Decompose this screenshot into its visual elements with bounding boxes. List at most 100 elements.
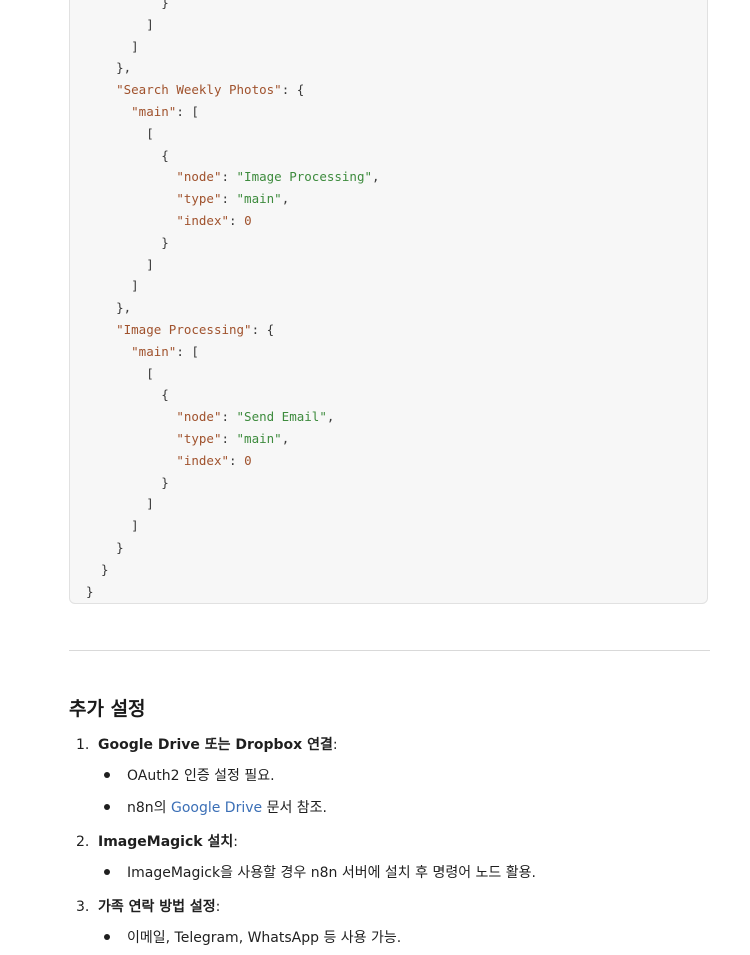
code-token: : {: [251, 322, 275, 337]
code-token: "type": [176, 191, 222, 207]
code-line: "index": 0: [86, 451, 252, 471]
section-heading: 추가 설정: [69, 698, 146, 720]
code-line: }: [86, 233, 169, 253]
code-token: }: [86, 234, 169, 250]
code-line: ]: [86, 255, 154, 275]
code-token: [86, 431, 176, 446]
code-token: :: [229, 452, 245, 468]
code-token: : [: [176, 104, 199, 119]
code-token: }: [86, 0, 169, 10]
code-line: ]: [86, 276, 139, 296]
code-line: "main": [: [86, 102, 199, 122]
bullet-item: 이메일, Telegram, WhatsApp 등 사용 가능.: [104, 928, 401, 948]
code-token: [86, 344, 131, 359]
bullet-text: 이메일, Telegram, WhatsApp 등 사용 가능.: [127, 930, 402, 946]
list-item-2: 2. ImageMagick 설치:: [76, 832, 238, 852]
code-line: },: [86, 58, 131, 78]
code-block: } ] ] }, "Search Weekly Photos": { "main…: [69, 0, 708, 604]
code-token: ,: [281, 191, 290, 207]
code-token: "node": [176, 169, 222, 185]
code-token: :: [229, 213, 245, 228]
code-line: },: [86, 298, 131, 318]
bullet-icon: [104, 869, 110, 875]
bullet-text-after: 문서 참조.: [262, 800, 328, 816]
bullet-text: ImageMagick을 사용할 경우 n8n 서버에 설치 후 명령어 노드 …: [127, 865, 536, 881]
code-line: "node": "Send Email",: [86, 407, 334, 427]
code-token: 0: [244, 213, 252, 228]
code-token: :: [221, 409, 237, 425]
code-line: ]: [86, 37, 139, 57]
code-line: }: [86, 473, 169, 493]
code-token: "main": [131, 343, 177, 359]
code-token: ]: [86, 278, 139, 294]
code-token: ]: [86, 496, 154, 512]
code-line: "type": "main",: [86, 429, 289, 449]
code-token: ]: [86, 16, 154, 32]
code-token: ]: [86, 256, 154, 272]
code-token: "main": [131, 104, 177, 119]
code-token: [86, 104, 131, 119]
code-line: "node": "Image Processing",: [86, 167, 380, 187]
code-token: "Send Email": [236, 409, 327, 425]
horizontal-divider: [69, 650, 710, 651]
code-line: "Search Weekly Photos": {: [86, 80, 304, 100]
code-token: [86, 82, 116, 97]
code-token: [86, 169, 176, 184]
bullet-icon: [104, 804, 110, 810]
code-token: "main": [236, 191, 282, 207]
list-item-suffix: :: [332, 737, 338, 753]
code-token: "Search Weekly Photos": [116, 82, 282, 98]
list-item-title: 가족 연락 방법 설정: [98, 899, 216, 915]
google-drive-link[interactable]: Google Drive: [170, 800, 263, 816]
code-token: [86, 409, 176, 424]
code-token: },: [86, 300, 132, 316]
code-token: ]: [86, 38, 139, 54]
code-token: [86, 453, 176, 468]
list-number: 1.: [76, 737, 90, 753]
code-token: ,: [372, 169, 380, 185]
code-token: },: [86, 60, 132, 76]
list-number: 2.: [76, 834, 90, 850]
code-token: :: [221, 431, 237, 446]
bullet-icon: [104, 772, 110, 778]
code-line: [: [86, 124, 154, 144]
code-token: ,: [326, 409, 335, 425]
code-line: }: [86, 0, 169, 13]
code-token: :: [221, 191, 237, 207]
code-line: {: [86, 146, 169, 166]
code-line: }: [86, 582, 94, 602]
code-token: [86, 322, 116, 337]
code-token: [: [86, 365, 154, 381]
code-line: "index": 0: [86, 211, 252, 231]
code-token: : [: [176, 343, 199, 359]
code-token: }: [86, 540, 124, 555]
code-line: ]: [86, 516, 139, 536]
code-token: }: [86, 583, 94, 599]
list-item-suffix: :: [215, 899, 221, 915]
code-token: "type": [176, 431, 222, 446]
code-line: "main": [: [86, 342, 199, 362]
bullet-item: ImageMagick을 사용할 경우 n8n 서버에 설치 후 명령어 노드 …: [104, 863, 536, 883]
bullet-text: n8n의: [127, 800, 171, 816]
bullet-text: OAuth2 인증 설정 필요.: [127, 768, 275, 784]
code-token: "node": [176, 409, 222, 425]
code-line: "type": "main",: [86, 189, 289, 209]
code-token: [86, 191, 176, 206]
list-item-suffix: :: [233, 834, 238, 850]
code-token: [: [86, 125, 154, 141]
code-token: : {: [281, 82, 305, 98]
code-token: 0: [244, 452, 252, 468]
code-line: ]: [86, 494, 154, 514]
code-line: "Image Processing": {: [86, 320, 274, 340]
code-token: "Image Processing": [116, 322, 252, 337]
code-token: "main": [236, 431, 282, 446]
code-token: ,: [281, 431, 290, 446]
code-line: }: [86, 538, 124, 558]
bullet-icon: [104, 934, 110, 940]
code-token: {: [86, 147, 169, 163]
code-line: [: [86, 364, 154, 384]
code-token: "index": [176, 213, 229, 228]
list-item-title: ImageMagick 설치: [98, 834, 234, 850]
code-line: ]: [86, 15, 154, 35]
list-item-3: 3.가족 연락 방법 설정:: [76, 897, 220, 917]
